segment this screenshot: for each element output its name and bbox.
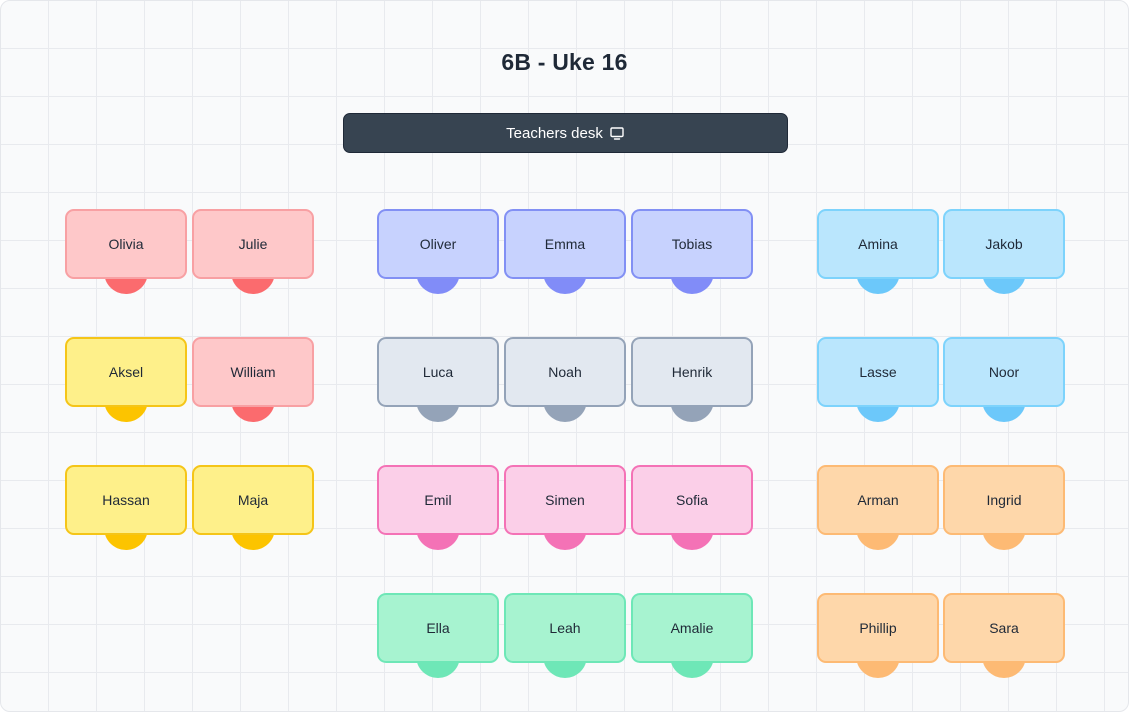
student-desk[interactable]: Oliver (377, 209, 499, 279)
seat: Noah (504, 337, 626, 423)
student-desk[interactable]: Henrik (631, 337, 753, 407)
seat: Ella (377, 593, 499, 679)
seat: Maja (192, 465, 314, 551)
seat: Jakob (943, 209, 1065, 295)
seat: Arman (817, 465, 939, 551)
student-desk[interactable]: Hassan (65, 465, 187, 535)
seat: Ingrid (943, 465, 1065, 551)
student-desk[interactable]: Phillip (817, 593, 939, 663)
seat: Julie (192, 209, 314, 295)
student-desk[interactable]: Leah (504, 593, 626, 663)
seat: Olivia (65, 209, 187, 295)
seat: Sofia (631, 465, 753, 551)
teacher-desk-label: Teachers desk (506, 124, 603, 142)
student-desk[interactable]: Sara (943, 593, 1065, 663)
seat: Lasse (817, 337, 939, 423)
seat: Oliver (377, 209, 499, 295)
seat: Emma (504, 209, 626, 295)
student-desk[interactable]: Aksel (65, 337, 187, 407)
student-desk[interactable]: Luca (377, 337, 499, 407)
student-desk[interactable]: Emma (504, 209, 626, 279)
student-desk[interactable]: Sofia (631, 465, 753, 535)
seat: Henrik (631, 337, 753, 423)
seat: Sara (943, 593, 1065, 679)
student-desk[interactable]: Tobias (631, 209, 753, 279)
student-desk[interactable]: Julie (192, 209, 314, 279)
student-desk[interactable]: Maja (192, 465, 314, 535)
monitor-icon (610, 127, 624, 140)
seat: Hassan (65, 465, 187, 551)
seat: Amalie (631, 593, 753, 679)
student-desk[interactable]: Noor (943, 337, 1065, 407)
student-desk[interactable]: Lasse (817, 337, 939, 407)
seat: Tobias (631, 209, 753, 295)
seat: Amina (817, 209, 939, 295)
seat: Noor (943, 337, 1065, 423)
page-title: 6B - Uke 16 (501, 49, 628, 75)
student-desk[interactable]: Simen (504, 465, 626, 535)
student-desk[interactable]: Amina (817, 209, 939, 279)
student-desk[interactable]: Ingrid (943, 465, 1065, 535)
student-desk[interactable]: Amalie (631, 593, 753, 663)
student-desk[interactable]: Olivia (65, 209, 187, 279)
seat: Leah (504, 593, 626, 679)
seat: Phillip (817, 593, 939, 679)
student-desk[interactable]: Arman (817, 465, 939, 535)
seat: Simen (504, 465, 626, 551)
student-desk[interactable]: Jakob (943, 209, 1065, 279)
student-desk[interactable]: Ella (377, 593, 499, 663)
seat: Emil (377, 465, 499, 551)
seat: William (192, 337, 314, 423)
student-desk[interactable]: Noah (504, 337, 626, 407)
student-desk[interactable]: William (192, 337, 314, 407)
teacher-desk[interactable]: Teachers desk (343, 113, 788, 153)
seat: Aksel (65, 337, 187, 423)
seat: Luca (377, 337, 499, 423)
student-desk[interactable]: Emil (377, 465, 499, 535)
